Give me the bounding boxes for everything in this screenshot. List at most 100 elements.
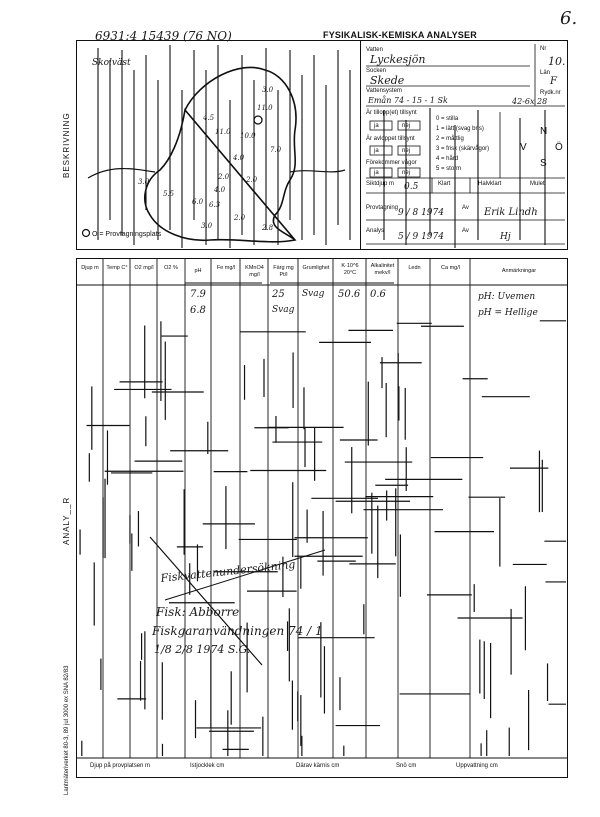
- form-title: FYSIKALISK-KEMISKA ANALYSER: [323, 30, 477, 40]
- sampler-name: Erik Lindh: [484, 207, 538, 218]
- footer-core-ice: Därav kärnis cm: [296, 763, 340, 769]
- depth-mark: 3.0: [201, 222, 213, 230]
- depth-mark: 7.0: [270, 146, 282, 154]
- col-header: Ledn: [408, 265, 421, 271]
- compass-o: Ö: [555, 142, 563, 153]
- col-header: Djup m: [81, 265, 99, 271]
- wind-option: 2 = måttlig: [436, 136, 464, 142]
- footer-water: Uppvattning cm: [456, 763, 498, 769]
- wind-option: 5 = storm: [436, 166, 462, 172]
- map-legend: O = Provtagningsplats: [92, 231, 162, 238]
- inflow-label: Är tillopp(et) tillsynt: [366, 110, 417, 116]
- cell-ph: 7.9: [190, 289, 206, 300]
- depth-mark: 3.0: [262, 86, 274, 94]
- lake-value: Lyckesjön: [370, 53, 426, 66]
- outflow-label: Är avloppet tillsynt: [366, 136, 415, 142]
- col-header: Grumlighet: [302, 265, 330, 271]
- depth-mark: 2.8: [262, 224, 274, 232]
- sky-clear: Klart: [438, 181, 451, 187]
- grid-label: Rydk.nr: [540, 90, 561, 96]
- sampling-label: Provtagning: [366, 205, 399, 211]
- grid-value: 42-6x 28: [512, 97, 548, 106]
- depth-mark: 2.0: [234, 214, 246, 222]
- depth-mark: 5.5: [163, 190, 175, 198]
- annotation-line: Fisk: Abborre: [156, 605, 240, 619]
- analysis-table-box: [76, 258, 568, 778]
- waves-yes: ja: [374, 170, 379, 176]
- number-value: 10.: [548, 55, 566, 68]
- col-header: Anmärkningar: [501, 268, 537, 274]
- secchi-value: 0.5: [404, 182, 419, 192]
- cell-alkalinity: 0.6: [370, 289, 386, 300]
- county-label: Län: [540, 70, 551, 76]
- cell-note: pH: Uvemen: [478, 292, 536, 302]
- analysis-label: Analys: [366, 228, 385, 234]
- footer-ice: Istjocklek cm: [190, 763, 225, 769]
- col-header: KMnO4 mg/l: [245, 265, 264, 278]
- wind-option: 1 = lätt (svag bris): [436, 126, 484, 132]
- depth-mark: 11.0: [257, 104, 273, 112]
- cell-color: Svag: [272, 305, 295, 315]
- footer-snow: Snö cm: [396, 763, 417, 769]
- cell-conductivity: 50.6: [338, 289, 361, 300]
- cell-ph: 6.8: [190, 305, 206, 316]
- depth-mark: 4.0: [233, 154, 245, 162]
- secchi-label: Siktdjup m: [366, 181, 395, 187]
- cell-note: pH = Hellige: [478, 308, 538, 318]
- annotation-line: 1/8 2/8 1974 S.G.: [154, 643, 251, 656]
- col-header: Temp C°: [106, 265, 128, 271]
- footer-depth: Djup på provplatsen m: [90, 763, 151, 769]
- analyst-label: Av: [462, 228, 469, 234]
- sky-half: Halvklart: [478, 181, 502, 187]
- depth-mark: 2.0: [246, 176, 258, 184]
- compass-s: S: [540, 158, 547, 169]
- wind-option: 3 = frisk (skärvågor): [436, 146, 490, 152]
- outflow-yes: ja: [374, 148, 379, 154]
- depth-mark: 3.0: [138, 178, 150, 186]
- wind-option: 0 = stilla: [436, 116, 459, 122]
- parish-value: Skede: [370, 74, 405, 87]
- depth-mark: 4.0: [214, 186, 226, 194]
- sampling-date: 9 / 8 1974: [398, 208, 444, 218]
- col-header: Alkalinitet mekv/l: [370, 263, 395, 276]
- col-header: O2 %: [164, 265, 178, 271]
- parish-label: Socken: [366, 68, 387, 74]
- depth-mark: 6.3: [209, 201, 221, 209]
- analyst-name: Hj: [500, 232, 511, 242]
- depth-mark: 6.0: [192, 198, 204, 206]
- outflow-no: nej: [402, 148, 411, 154]
- sky-cloudy: Mulet: [530, 181, 545, 187]
- wind-option: 4 = hård: [436, 156, 459, 162]
- depth-mark: 10.0: [240, 132, 256, 140]
- col-header: Ca mg/l: [441, 265, 460, 271]
- number-label: Nr: [540, 46, 547, 52]
- col-header: O2 mg/l: [134, 265, 154, 271]
- reference-number: 6931:4 15439 (76 NO): [95, 29, 232, 43]
- inflow-yes: ja: [374, 123, 379, 129]
- sampler-label: Av: [462, 205, 469, 211]
- col-header: pH: [194, 268, 202, 274]
- waves-no: nej: [402, 170, 411, 176]
- water-system-value: Emån 74 - 15 - 1 Sk: [368, 96, 448, 105]
- col-header: Färg mg Pt/l: [273, 265, 294, 278]
- compass-v: V: [520, 142, 527, 153]
- page-number: 6.: [560, 8, 578, 29]
- cell-color: 25: [272, 289, 285, 300]
- annotation-line: Fiskgaranvändningen 74 / 1: [152, 624, 323, 638]
- compass-n: N: [540, 126, 548, 137]
- depth-mark: 11.0: [215, 128, 231, 136]
- lake-label: Vatten: [366, 47, 383, 53]
- depth-mark: 2.0: [218, 173, 230, 181]
- water-system-label: Vattensystem: [366, 88, 402, 94]
- county-value: F: [550, 76, 557, 87]
- cell-turbidity: Svag: [302, 289, 325, 299]
- depth-mark: 4.5: [203, 114, 215, 122]
- analysis-date: 5 / 9 1974: [398, 232, 444, 242]
- col-header: Fe mg/l: [216, 265, 236, 271]
- col-header: K·10^6 20°C: [341, 263, 359, 276]
- inflow-no: nej: [402, 123, 411, 129]
- map-lake-label: Skolväst: [92, 58, 131, 68]
